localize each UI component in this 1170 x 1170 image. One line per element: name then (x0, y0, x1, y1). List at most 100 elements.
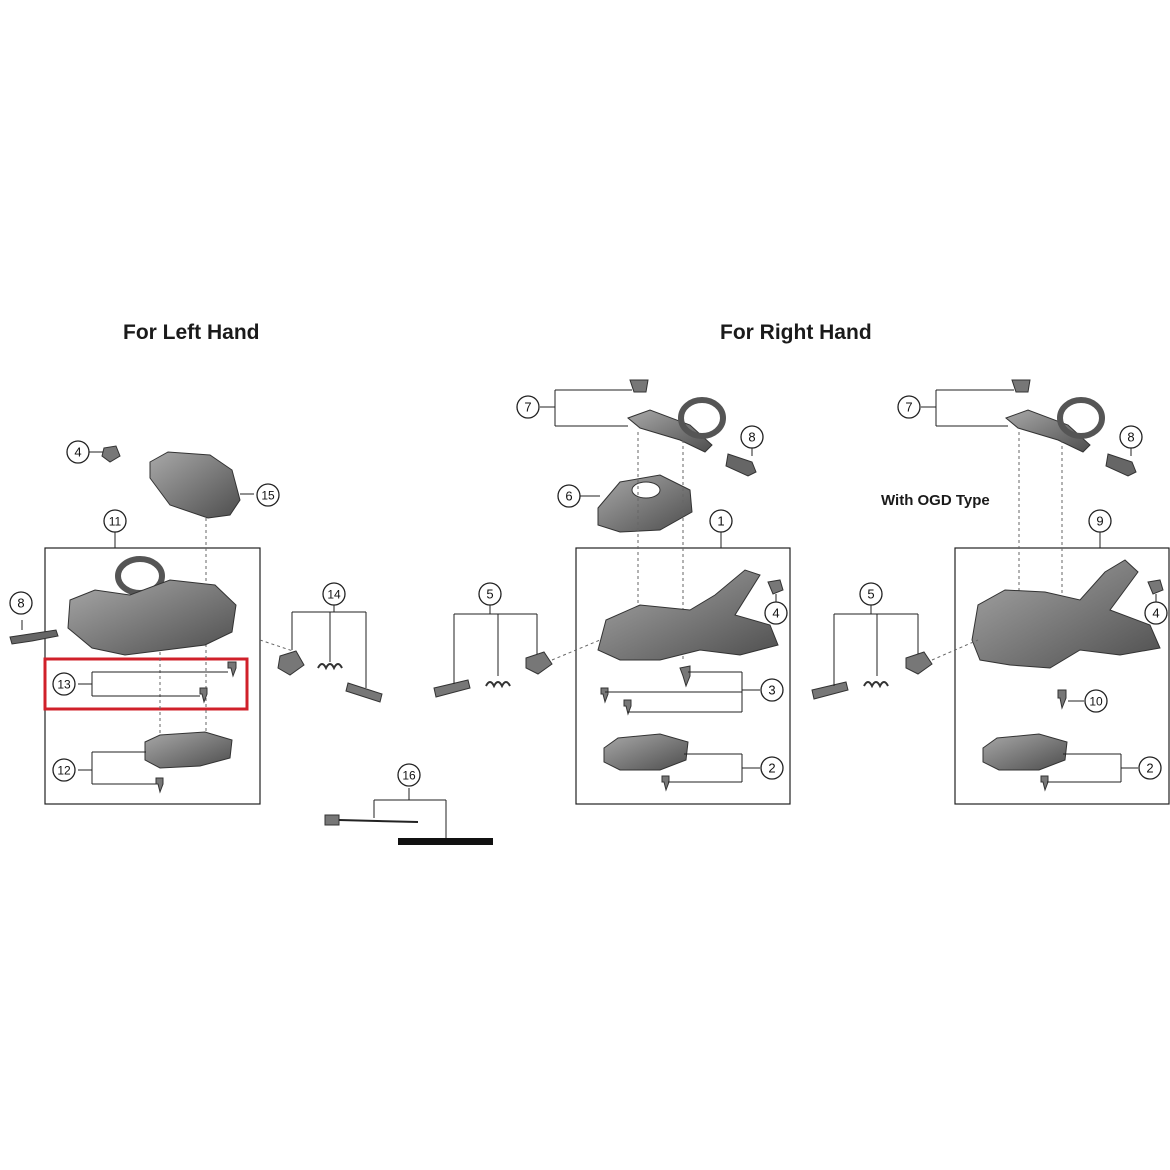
adjuster-part-5 (811, 681, 849, 700)
bolt-part-8 (9, 629, 59, 645)
callout-number: 5 (867, 587, 874, 602)
callout-number: 11 (109, 515, 122, 529)
callout-circle (322, 582, 346, 606)
callout-circle (897, 395, 921, 419)
callout-circle (478, 582, 502, 606)
callout-circle (760, 756, 784, 780)
callout-circle (1119, 425, 1143, 449)
bolt-part-8 (1105, 453, 1137, 477)
callout-circle (9, 591, 33, 615)
nut-part-4 (1147, 579, 1164, 595)
callout-number: 2 (768, 761, 775, 776)
callout-number: 4 (772, 606, 779, 621)
ogd-type-assembly (811, 379, 1170, 805)
callout-number: 9 (1096, 514, 1103, 529)
callout-number: 7 (524, 400, 531, 415)
callout-circle (52, 672, 76, 696)
callout-16: 16 (397, 763, 421, 787)
callout-4: 4 (1144, 601, 1168, 625)
callout-9: 9 (1088, 509, 1112, 533)
left-hand-assembly (9, 445, 493, 845)
callout-circle (103, 509, 127, 533)
base-part-2 (603, 733, 689, 771)
callout-7: 7 (897, 395, 921, 419)
callout-circle (397, 763, 421, 787)
callout-number: 1 (717, 514, 724, 529)
callout-circle (1144, 601, 1168, 625)
callout-2: 2 (760, 756, 784, 780)
shifter-body-1 (597, 569, 779, 661)
heading-right-hand: For Right Hand (720, 321, 872, 344)
callout-number: 7 (905, 400, 912, 415)
screw-part-13b (199, 687, 208, 704)
spring-part-5 (485, 681, 511, 689)
callout-7: 7 (516, 395, 540, 419)
shifter-body-11 (67, 579, 237, 656)
callout-15: 15 (256, 483, 280, 507)
callout-6: 6 (557, 484, 581, 508)
callout-circle (256, 483, 280, 507)
callout-number: 12 (57, 764, 71, 778)
base-part-12 (144, 731, 233, 769)
callout-number: 4 (1152, 606, 1159, 621)
callout-circle (557, 484, 581, 508)
callout-8: 8 (9, 591, 33, 615)
callout-circle (1088, 509, 1112, 533)
callout-number: 16 (402, 769, 416, 783)
callout-circle (709, 509, 733, 533)
clamp-band-part-7 (627, 409, 713, 453)
adjuster-part-5 (433, 679, 471, 698)
screw-part-12 (155, 777, 164, 794)
callout-circle (1138, 756, 1162, 780)
barrel-nut-part-5 (905, 651, 933, 675)
bolt-part-8 (725, 453, 757, 477)
cable-end-part-16 (324, 814, 340, 826)
callout-14: 14 (322, 582, 346, 606)
callout-3: 3 (760, 678, 784, 702)
callout-circle (760, 678, 784, 702)
nut-part-4 (767, 579, 784, 595)
callout-number: 8 (1127, 430, 1134, 445)
callout-circle (66, 440, 90, 464)
clamp-band-part-7 (1005, 409, 1091, 453)
screw-part-13a (227, 661, 237, 678)
callout-number: 5 (486, 587, 493, 602)
callout-circle (52, 758, 76, 782)
callout-circle (764, 601, 788, 625)
callout-circle (1084, 689, 1108, 713)
callout-2: 2 (1138, 756, 1162, 780)
callout-number: 14 (327, 588, 341, 602)
spring-part-5 (863, 681, 889, 689)
inner-cable-part-16 (338, 819, 419, 823)
adjuster-part-14 (345, 682, 383, 703)
callout-number: 3 (768, 683, 775, 698)
barrel-nut-part-5 (525, 651, 553, 675)
heading-ogd-type: With OGD Type (881, 492, 990, 509)
heading-left-hand: For Left Hand (123, 321, 260, 344)
callout-number: 2 (1146, 761, 1153, 776)
callout-4: 4 (764, 601, 788, 625)
callout-11: 11 (103, 509, 127, 533)
screw-part-10 (1057, 689, 1067, 710)
callout-number: 13 (57, 678, 71, 692)
cover-part-15 (149, 451, 241, 519)
nut-part-4 (101, 445, 121, 463)
callout-number: 8 (17, 596, 24, 611)
cover-part-6 (597, 474, 693, 533)
callout-13: 13 (52, 672, 76, 696)
callout-8: 8 (1119, 425, 1143, 449)
callout-number: 8 (748, 430, 755, 445)
callout-number: 15 (261, 489, 275, 503)
base-part-2 (982, 733, 1068, 771)
bolt-part-7 (1011, 379, 1031, 393)
callout-12: 12 (52, 758, 76, 782)
callout-8: 8 (740, 425, 764, 449)
callout-1: 1 (709, 509, 733, 533)
right-hand-assembly (433, 379, 791, 805)
callout-number: 10 (1089, 695, 1103, 709)
callout-5: 5 (478, 582, 502, 606)
callout-5: 5 (859, 582, 883, 606)
